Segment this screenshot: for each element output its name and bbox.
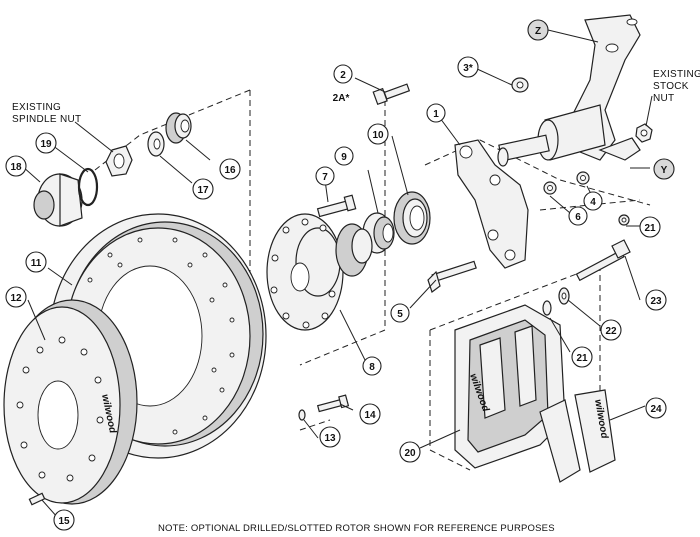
bearing-16 <box>165 112 192 144</box>
svg-text:2: 2 <box>340 70 346 81</box>
svg-text:24: 24 <box>650 404 662 415</box>
callout-z: Z <box>527 19 549 41</box>
o-ring-19 <box>77 167 99 207</box>
svg-text:EXISTING: EXISTING <box>653 69 700 80</box>
callout-21-right: 21 <box>639 216 661 238</box>
svg-text:20: 20 <box>404 448 416 459</box>
callout-17: 17 <box>192 178 214 200</box>
caliper-20: wilwood <box>454 304 566 469</box>
callout-11: 11 <box>25 251 47 273</box>
callout-12: 12 <box>5 286 27 308</box>
callout-2: 2 <box>333 64 353 84</box>
callout-18: 18 <box>5 155 27 177</box>
svg-text:21: 21 <box>576 353 588 364</box>
svg-text:11: 11 <box>31 258 42 269</box>
callout-1: 1 <box>426 103 446 123</box>
svg-text:16: 16 <box>224 165 236 176</box>
callout-23: 23 <box>645 289 667 311</box>
caliper-bracket <box>454 139 529 269</box>
svg-text:15: 15 <box>58 516 70 527</box>
callout-22: 22 <box>600 319 622 341</box>
bolt-23 <box>575 239 631 282</box>
svg-text:13: 13 <box>324 433 336 444</box>
screw-2 <box>372 83 411 106</box>
svg-text:8: 8 <box>369 362 375 373</box>
callout-y: Y <box>653 158 675 180</box>
existing-stock-nut <box>635 123 653 143</box>
svg-text:22: 22 <box>605 326 617 337</box>
svg-text:1: 1 <box>433 109 439 120</box>
callout-21-mid: 21 <box>571 346 593 368</box>
callout-6: 6 <box>568 206 588 226</box>
callout-9: 9 <box>334 146 354 166</box>
svg-text:23: 23 <box>650 296 662 307</box>
bearing-race-10 <box>393 191 431 245</box>
hub-8 <box>266 213 373 331</box>
washer-13 <box>298 409 306 421</box>
callout-14: 14 <box>359 403 381 425</box>
callout-20: 20 <box>399 441 421 463</box>
dust-cap-18 <box>33 173 83 227</box>
svg-text:9: 9 <box>341 152 347 163</box>
svg-text:5: 5 <box>397 309 403 320</box>
callout-24: 24 <box>645 397 667 419</box>
svg-text:12: 12 <box>10 293 22 304</box>
svg-text:18: 18 <box>10 162 22 173</box>
svg-text:21: 21 <box>644 223 656 234</box>
label-existing-spindle-nut: EXISTING SPINDLE NUT <box>12 102 81 125</box>
callout-8: 8 <box>362 356 382 376</box>
spindle-nut <box>105 145 133 177</box>
svg-text:14: 14 <box>364 410 376 421</box>
leader-lines <box>21 29 653 519</box>
spacer-3 <box>511 77 529 93</box>
svg-text:7: 7 <box>322 172 328 183</box>
svg-text:3*: 3* <box>463 63 473 74</box>
footnote: NOTE: OPTIONAL DRILLED/SLOTTED ROTOR SHO… <box>158 523 555 534</box>
svg-text:Z: Z <box>535 26 541 37</box>
callout-16: 16 <box>219 158 241 180</box>
svg-text:SPINDLE NUT: SPINDLE NUT <box>12 114 81 125</box>
screw-15 <box>28 492 46 506</box>
svg-text:19: 19 <box>40 139 52 150</box>
svg-text:STOCK: STOCK <box>653 81 689 92</box>
spindle-knuckle <box>497 14 641 167</box>
svg-text:6: 6 <box>575 212 581 223</box>
bolt-14 <box>316 394 350 413</box>
callout-13: 13 <box>319 426 341 448</box>
svg-text:Y: Y <box>661 165 668 176</box>
callout-4: 4 <box>583 191 603 211</box>
callout-15: 15 <box>53 509 75 531</box>
svg-text:17: 17 <box>197 185 209 196</box>
svg-text:2A*: 2A* <box>333 93 350 104</box>
washer-17 <box>147 131 165 157</box>
stud-7 <box>316 194 357 218</box>
callout-19: 19 <box>35 132 57 154</box>
svg-text:EXISTING: EXISTING <box>12 102 61 113</box>
washers-21-22 <box>542 287 570 316</box>
callout-10: 10 <box>367 123 389 145</box>
callout-5: 5 <box>390 303 410 323</box>
svg-text:10: 10 <box>372 130 384 141</box>
brake-pads-24: wilwood <box>539 389 616 483</box>
bolt-5 <box>427 260 477 293</box>
callout-3: 3* <box>457 56 479 78</box>
svg-text:NUT: NUT <box>653 93 674 104</box>
label-existing-stock-nut: EXISTING STOCK NUT <box>653 69 700 104</box>
callout-2a: 2A* <box>333 93 350 104</box>
washers-4-6-21 <box>543 171 630 226</box>
rotor-hat-12: wilwood <box>3 299 138 505</box>
svg-text:4: 4 <box>590 197 596 208</box>
callout-7: 7 <box>315 166 335 186</box>
